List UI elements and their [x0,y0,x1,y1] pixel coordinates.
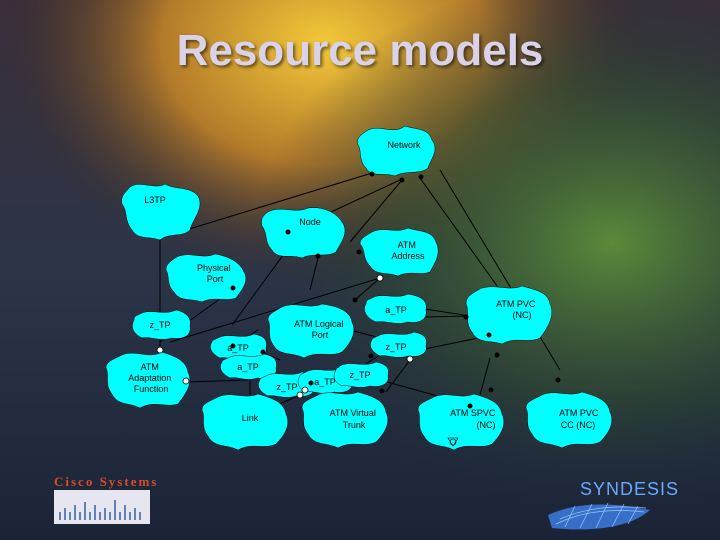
node-label: L3TP [144,195,166,205]
node-l3tp: L3TP [121,183,201,241]
node-label: Network [387,140,421,150]
node-network: Network [357,125,436,177]
connection-points [230,171,561,409]
node-label: ATM Virtual Trunk [330,408,379,430]
node-label: ATM PVC CC (NC) [559,408,601,430]
node-a-tp-1: a_TP [364,293,427,324]
node-label: z_TP [149,320,170,330]
cisco-logo-text: Cisco Systems [54,474,159,489]
node-atm-address: ATM Address [359,227,439,277]
node-label: a_TP [385,305,407,315]
node-label: Physical Port [197,263,233,284]
node-label: a_TP [227,343,249,353]
node-label: ATM Logical Port [294,319,346,340]
cisco-logo-bars [54,490,150,524]
node-atm-adaptation-function: ATM Adaptation Function [105,351,191,409]
node-label: a_TP [314,377,336,387]
node-atm-logical-port: ATM Logical Port [267,303,355,359]
node-physical-port: Physical Port [165,253,247,303]
node-label: z_TP [276,382,297,392]
node-label: Node [299,217,321,227]
node-label: z_TP [349,370,370,380]
node-label: Link [242,413,259,423]
connection-points-open [156,274,414,399]
node-atm-pvc-cc-nc: ATM PVC CC (NC) [525,391,613,449]
node-label: ATM Address [391,240,425,261]
node-z-tp-2: z_TP [370,331,427,358]
node-link: Link [201,393,289,451]
slide-title: Resource models [176,26,544,75]
node-label: ATM Adaptation Function [128,362,174,394]
node-atm-pvc-nc: ATM PVC (NC) [465,285,553,345]
node-label: z_TP [385,342,406,352]
node-atm-virtual-trunk: ATM Virtual Trunk [301,391,389,449]
syndesis-logo-graphic [548,502,650,530]
node-label: a_TP [237,362,259,372]
syndesis-logo-text: SYNDESIS [580,479,680,499]
node-atm-spvc-nc: ATM SPVC (NC) [417,393,505,451]
node-z-tp-4: z_TP [333,361,389,388]
node-z-tp-1: z_TP [132,309,191,340]
node-label: ATM SPVC (NC) [450,408,498,430]
node-label: ATM PVC (NC) [496,299,538,320]
node-node: Node [261,207,346,259]
